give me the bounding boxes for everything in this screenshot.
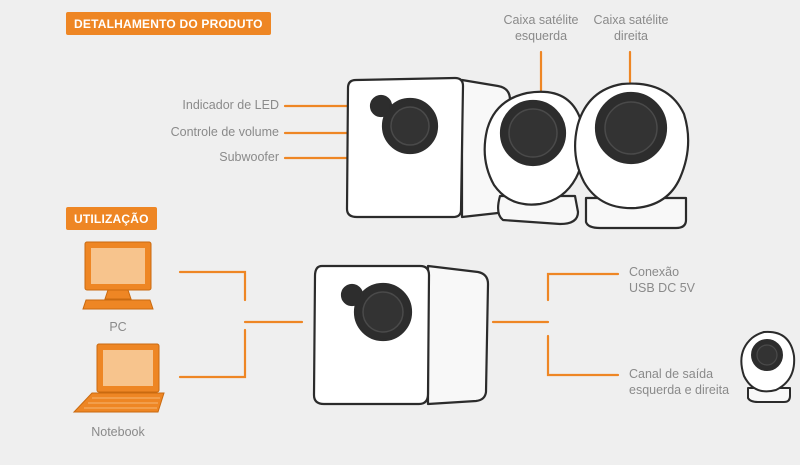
notebook-icon xyxy=(72,343,165,413)
label-right-satellite-line1: Caixa satélite xyxy=(593,13,669,27)
label-right-satellite: Caixa satélite direita xyxy=(576,12,686,44)
label-pc: PC xyxy=(109,320,127,334)
connector-pc xyxy=(178,270,247,302)
label-left-satellite: Caixa satélite esquerda xyxy=(486,12,596,44)
label-notebook: Notebook xyxy=(91,425,145,439)
connector-notebook xyxy=(178,328,247,379)
label-output-channel: Canal de saída esquerda e direita xyxy=(629,366,729,398)
label-right-satellite-line2: direita xyxy=(613,29,649,43)
subwoofer-usage xyxy=(312,264,490,406)
label-connection-line1: Conexão xyxy=(629,265,680,279)
left-satellite xyxy=(483,90,586,226)
label-subwoofer: Subwoofer xyxy=(219,150,279,164)
label-connection-line2: USB DC 5V xyxy=(629,281,695,295)
right-satellite xyxy=(573,82,690,230)
subwoofer-top xyxy=(345,76,512,219)
label-left-satellite-line2: esquerda xyxy=(514,29,568,43)
section-badge-product-detail: DETALHAMENTO DO PRODUTO xyxy=(66,12,271,35)
pc-icon xyxy=(82,241,154,310)
connector-output xyxy=(546,334,620,377)
label-connection: Conexão USB DC 5V xyxy=(629,264,695,296)
connector-usb xyxy=(546,272,620,302)
label-left-satellite-line1: Caixa satélite xyxy=(503,13,579,27)
satellite-usage xyxy=(740,330,796,403)
label-output-line1: Canal de saída xyxy=(629,367,714,381)
label-volume-control: Controle de volume xyxy=(170,125,279,139)
label-output-line2: esquerda e direita xyxy=(629,383,730,397)
label-led-indicator: Indicador de LED xyxy=(182,98,279,112)
section-badge-usage: UTILIZAÇÃO xyxy=(66,207,157,230)
